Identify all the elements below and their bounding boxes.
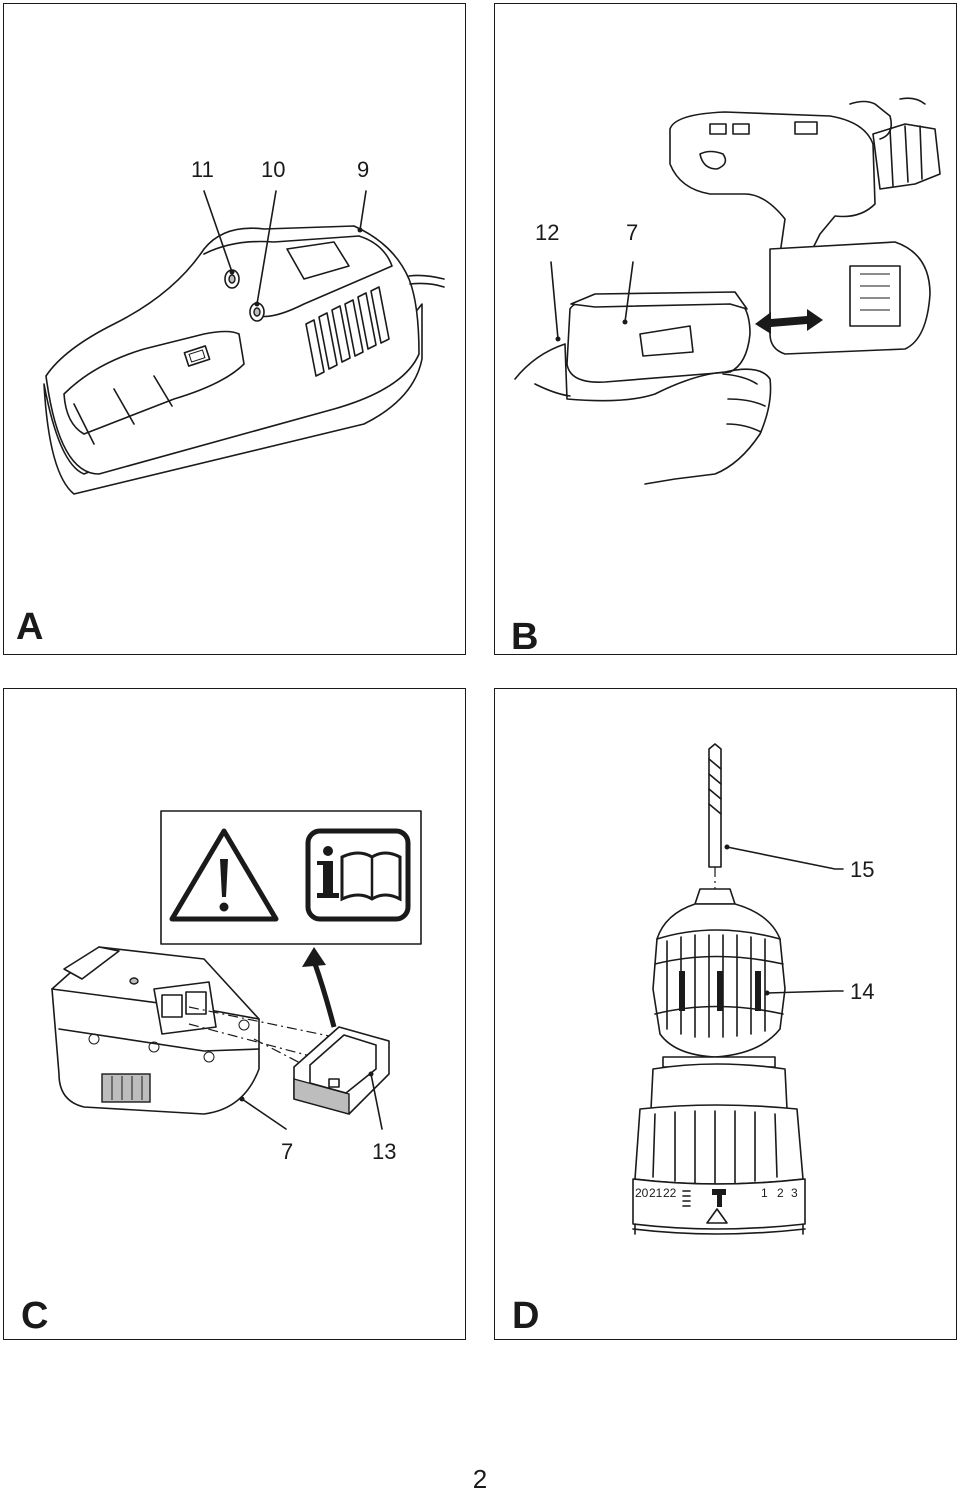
info-manual-icon (305, 828, 411, 922)
callout-15: 15 (850, 857, 875, 882)
warning-triangle-icon (169, 828, 279, 922)
panel-label-c: C (21, 1295, 49, 1337)
chuck-drill-bit-illustration (632, 743, 844, 1235)
charger-illustration (43, 190, 445, 495)
panel-label-b: B (511, 616, 539, 658)
figure-panel-d: 15 14 20 21 22 1 2 3 D (494, 688, 957, 1340)
double-arrow-icon (755, 304, 823, 334)
figure-panel-a: 11 10 9 A (3, 3, 466, 655)
callout-9: 9 (357, 157, 370, 182)
callout-13: 13 (372, 1139, 397, 1164)
dial-number-3: 3 (791, 1186, 798, 1200)
panel-label-d: D (512, 1295, 540, 1337)
callout-12: 12 (535, 220, 560, 245)
dial-number-22: 22 (663, 1186, 677, 1200)
figure-panel-c: 7 13 C (3, 688, 466, 1340)
battery-label-illustration (51, 810, 422, 1130)
callout-10: 10 (261, 157, 286, 182)
callout-14: 14 (850, 979, 875, 1004)
dial-number-2: 2 (777, 1186, 784, 1200)
callout-7: 7 (281, 1139, 294, 1164)
page-number: 2 (472, 1464, 488, 1494)
dial-number-20: 20 (635, 1186, 649, 1200)
dial-number-21: 21 (649, 1186, 663, 1200)
callout-7: 7 (626, 220, 639, 245)
figure-panel-b: 12 7 B (494, 3, 957, 658)
insert-arrow-icon (302, 947, 337, 1028)
drill-battery-illustration (514, 97, 941, 485)
callout-11: 11 (191, 157, 214, 182)
panel-label-a: A (16, 606, 44, 648)
dial-number-1: 1 (761, 1186, 768, 1200)
